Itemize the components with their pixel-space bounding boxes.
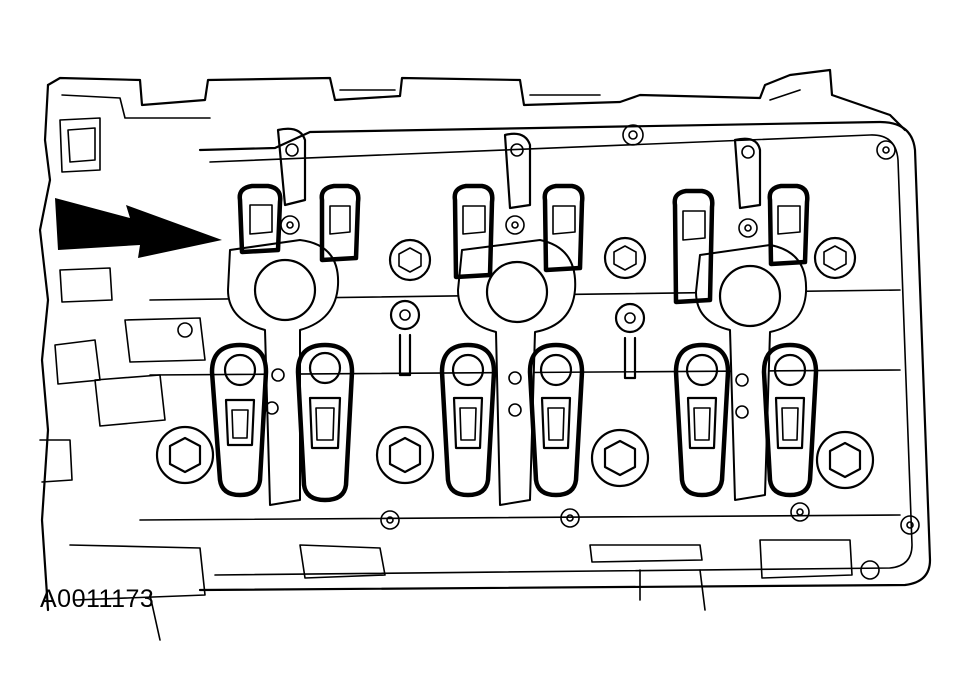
cam-cover-studs — [388, 236, 857, 380]
figure-id-label: A0011173 — [40, 585, 155, 613]
lower-rocker-arms — [209, 342, 819, 503]
upper-rocker-arms — [237, 183, 810, 305]
cylinder-head-casting — [38, 68, 932, 641]
head-bolt-nuts — [155, 425, 875, 490]
arrow-right-icon — [55, 198, 222, 258]
rocker-shaft-supports — [227, 127, 808, 506]
